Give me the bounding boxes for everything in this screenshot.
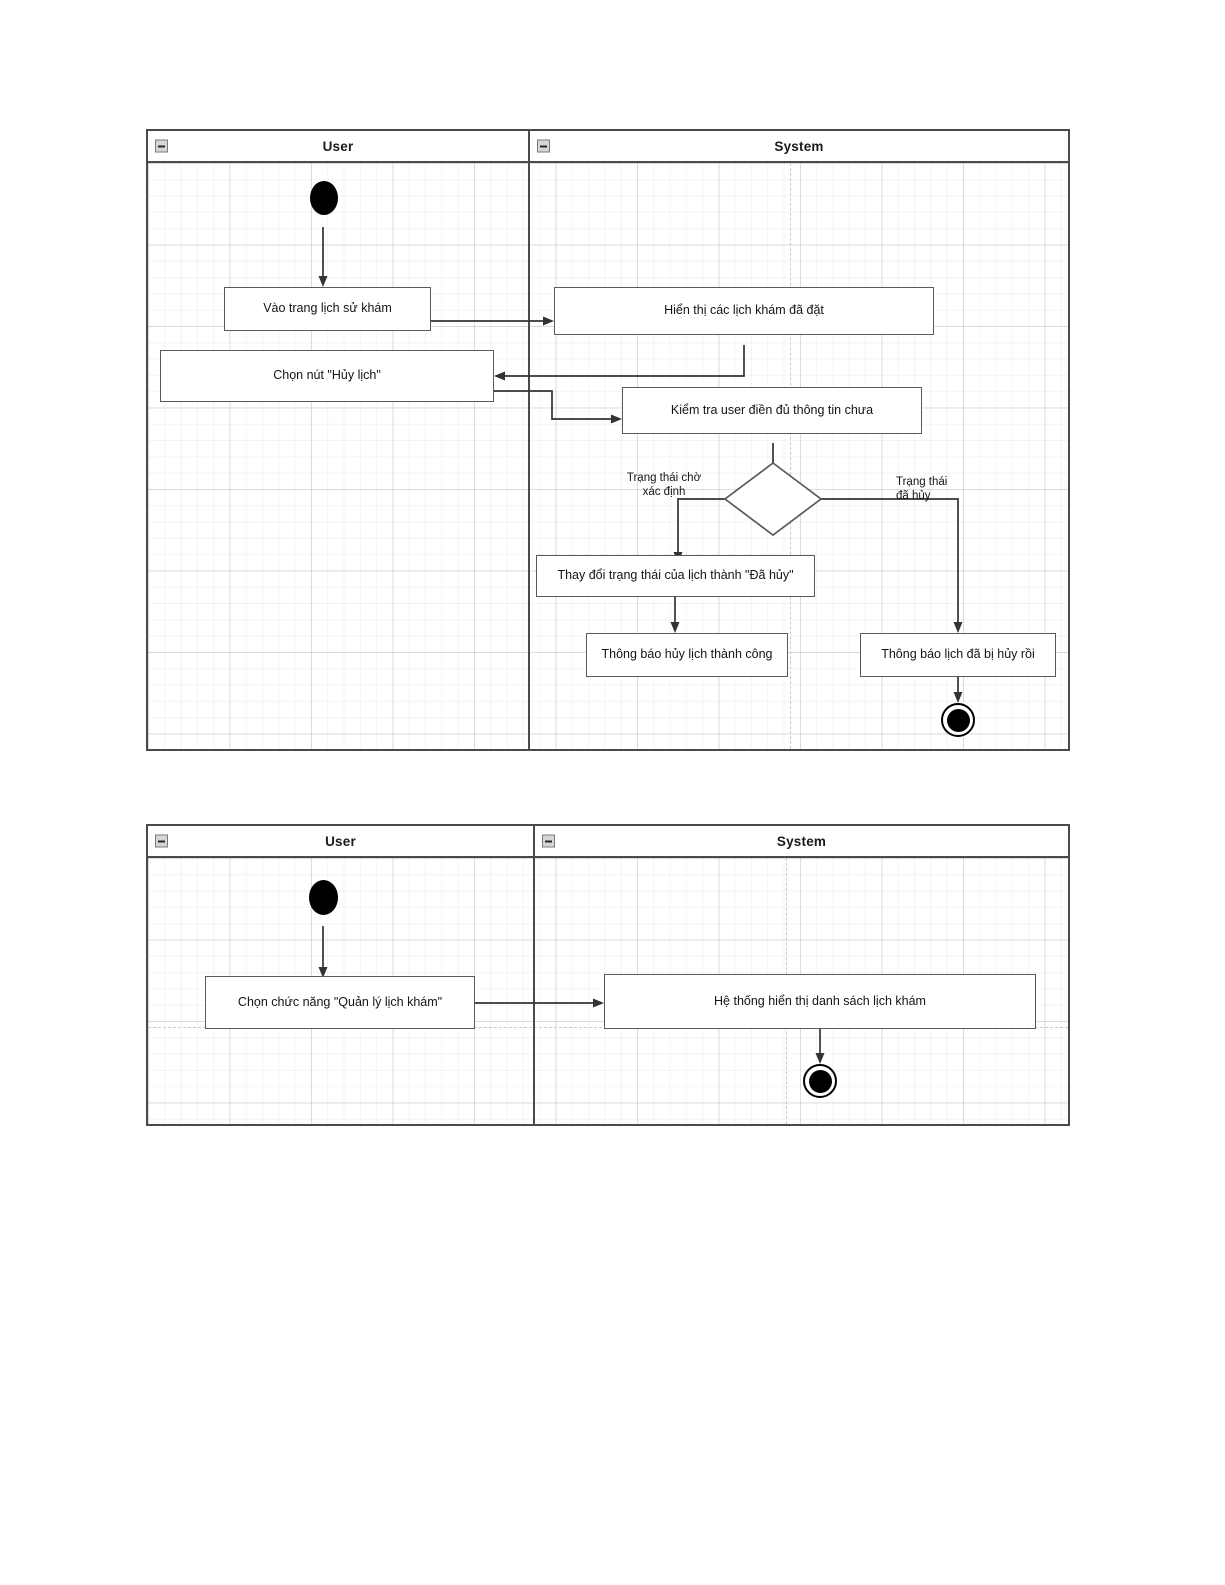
swimlane-body	[148, 163, 1068, 749]
swimlane-divider	[533, 858, 535, 1124]
guard-label-trang-thai-da-huy: Trạng thái đã hủy	[896, 476, 948, 503]
swimlane-header-row: User System	[148, 826, 1068, 858]
swimlane-header-system[interactable]: System	[533, 826, 1068, 858]
swimlane-divider	[528, 163, 530, 749]
swimlane-header-system[interactable]: System	[528, 131, 1068, 163]
collapse-minus-icon[interactable]	[537, 139, 550, 153]
activity-node-chon-nut-huy-lich[interactable]: Chọn nút "Hủy lịch"	[160, 350, 494, 402]
activity-node-he-thong-hien-thi-danh-sach-lich-kham[interactable]: Hệ thống hiển thị danh sách lịch khám	[604, 974, 1036, 1029]
guard-label-trang-thai-cho-xac-dinh: Trạng thái chờ xác định	[626, 472, 702, 499]
activity-node-thong-bao-lich-da-bi-huy-roi[interactable]: Thông báo lịch đã bị hủy rồi	[860, 633, 1056, 677]
collapse-minus-icon[interactable]	[155, 139, 168, 153]
swimlane-title-system: System	[774, 138, 824, 154]
guide-line-vertical	[790, 163, 791, 749]
activity-node-thong-bao-huy-lich-thanh-cong[interactable]: Thông báo hủy lịch thành công	[586, 633, 788, 677]
activity-node-vao-trang-lich-su-kham[interactable]: Vào trang lịch sử khám	[224, 287, 431, 331]
swimlane-title-user: User	[325, 833, 356, 849]
decision-diamond[interactable]	[721, 459, 825, 539]
activity-node-hien-thi-cac-lich-kham-da-dat[interactable]: Hiển thị các lịch khám đã đặt	[554, 287, 934, 335]
activity-node-kiem-tra-user-dien-du-thong-tin[interactable]: Kiểm tra user điền đủ thông tin chưa	[622, 387, 922, 434]
swimlane-title-system: System	[776, 833, 827, 849]
activity-diagram-1: User System	[146, 129, 1070, 751]
activity-node-chon-chuc-nang-quan-ly-lich-kham[interactable]: Chọn chức năng "Quản lý lịch khám"	[205, 976, 475, 1029]
swimlane-header-row: User System	[148, 131, 1068, 163]
initial-node-start	[310, 181, 338, 215]
swimlane-header-user[interactable]: User	[148, 826, 533, 858]
final-node-end	[941, 703, 975, 737]
collapse-minus-icon[interactable]	[155, 834, 168, 848]
initial-node-start	[309, 880, 338, 915]
swimlane-header-user[interactable]: User	[148, 131, 528, 163]
swimlane-title-user: User	[322, 138, 354, 154]
activity-diagram-2: User System Chọn chức năng "Quản lý lịch…	[146, 824, 1070, 1126]
final-node-end	[803, 1064, 837, 1098]
collapse-minus-icon[interactable]	[542, 834, 555, 848]
activity-node-thay-doi-trang-thai-lich[interactable]: Thay đổi trạng thái của lịch thành "Đã h…	[536, 555, 815, 597]
